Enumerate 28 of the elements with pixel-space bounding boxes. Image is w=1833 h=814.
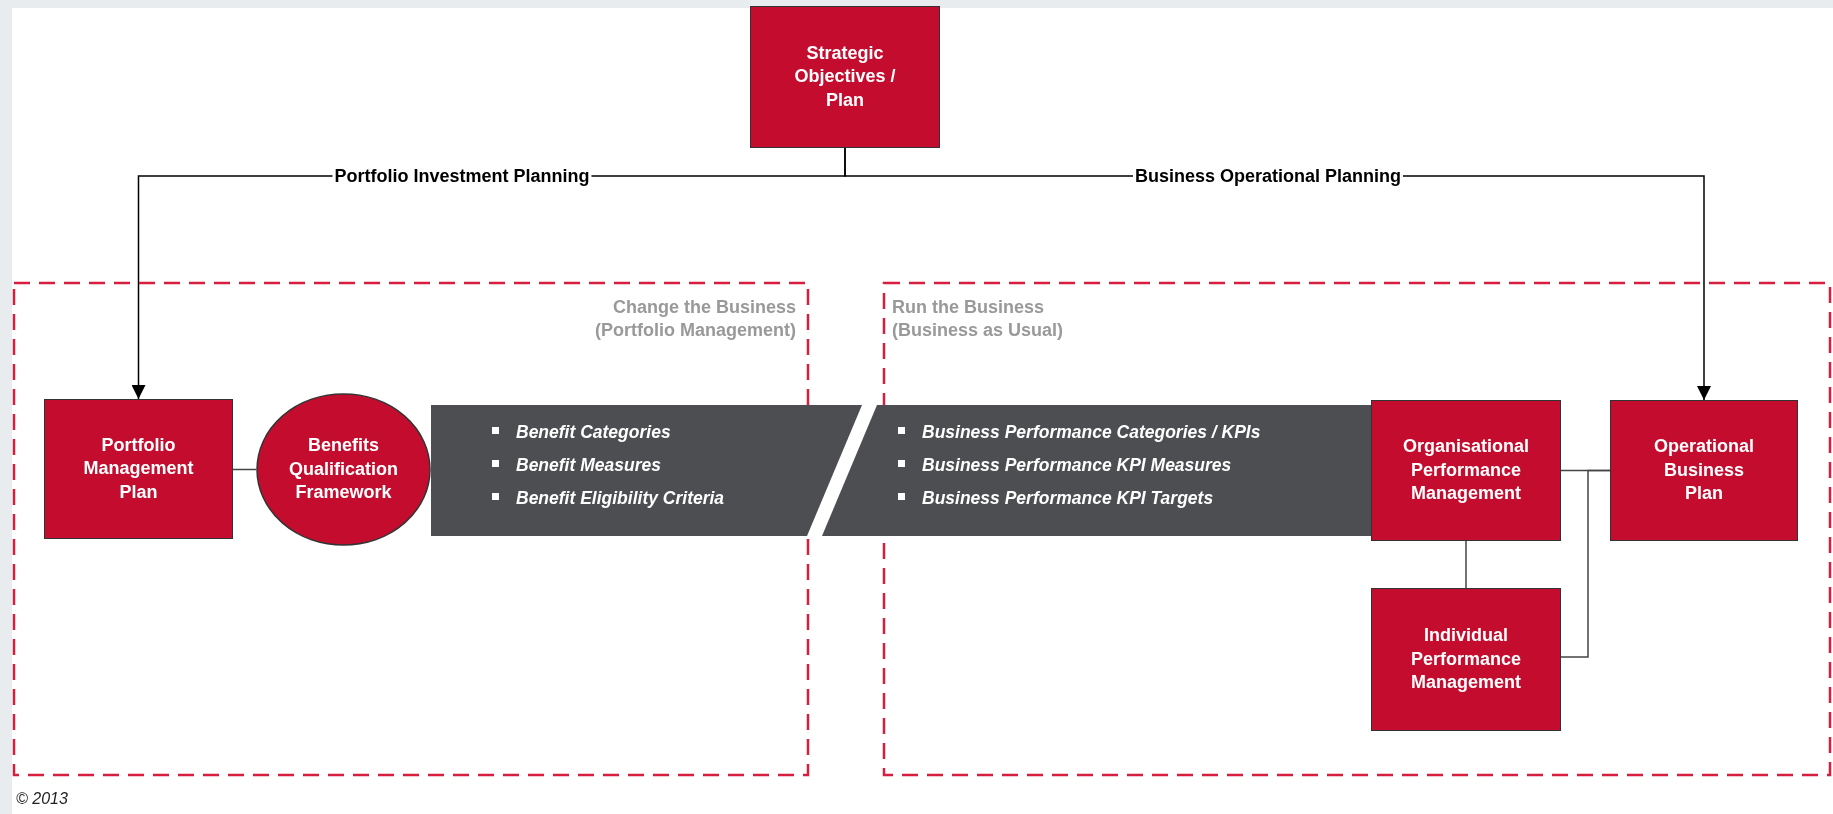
dashed-group xyxy=(884,283,1830,775)
process-box xyxy=(1610,400,1798,541)
group-heading: Run the Business (Business as Usual) xyxy=(892,296,1065,343)
box-label: Strategic Objectives / Plan xyxy=(793,41,897,112)
process-box xyxy=(1371,400,1561,541)
bullet-item: Business Performance KPI Measures xyxy=(898,455,1261,476)
connector xyxy=(1465,540,1467,589)
connector xyxy=(232,468,257,471)
process-box xyxy=(44,399,233,539)
bullet-item: Benefit Eligibility Criteria xyxy=(492,488,725,509)
bullet-band xyxy=(431,405,862,536)
bullet-item: Benefit Categories xyxy=(492,422,725,443)
box-label: Individual Performance Management xyxy=(1409,624,1523,695)
bullet-band xyxy=(822,405,1371,536)
copyright-note: © 2013 xyxy=(16,790,68,808)
process-box xyxy=(750,6,940,148)
group-heading: Change the Business (Portfolio Management) xyxy=(594,296,796,343)
connector xyxy=(1560,469,1611,658)
bullet-item: Benefit Measures xyxy=(492,455,725,476)
bullet-item: Business Performance Categories / KPIs xyxy=(898,422,1261,443)
box-label: Operational Business Plan xyxy=(1653,435,1755,506)
process-box xyxy=(1371,588,1561,731)
box-label: Organisational Performance Management xyxy=(1402,435,1530,506)
dashed-group xyxy=(14,283,808,775)
process-ellipse xyxy=(256,393,431,546)
ellipse-label: Benefits Qualification Framework xyxy=(288,434,399,505)
bullet-item: Business Performance KPI Targets xyxy=(898,488,1261,509)
box-label: Portfolio Management Plan xyxy=(82,433,195,504)
